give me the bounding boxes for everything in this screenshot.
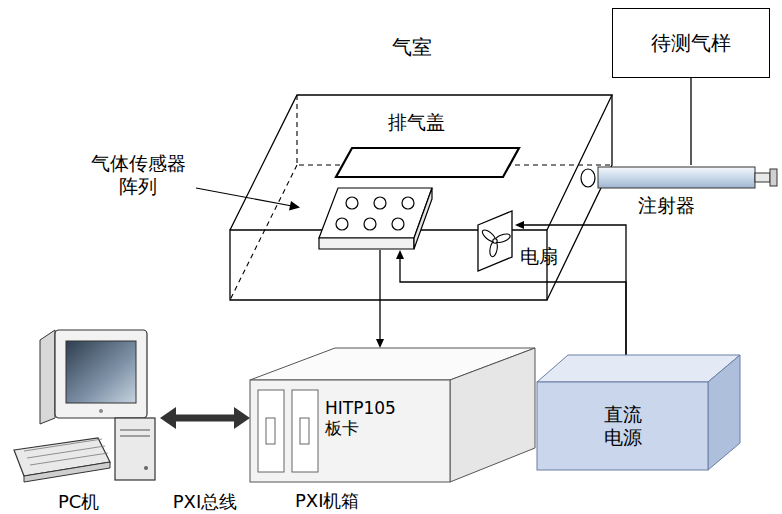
fan-outline (475, 210, 515, 272)
connector (396, 250, 626, 355)
gas-sample-box: 待测气样 (612, 8, 770, 78)
sensor-array-outline (318, 187, 433, 250)
box-label: 直流 电源 (603, 403, 643, 449)
part-label: PC机 (58, 491, 99, 513)
chamber-label: 气室 (392, 35, 432, 59)
part-label: 排气盖 (388, 111, 445, 134)
card-label: HITP105 板卡 (325, 398, 407, 439)
connector (515, 221, 626, 355)
fan: 电扇 (475, 210, 515, 272)
part-label: PXI机箱 (295, 490, 360, 512)
part-label: 电扇 (520, 245, 558, 268)
hitp105-card: HITP105 板卡 (292, 390, 442, 472)
box-label: 待测气样 (651, 31, 731, 55)
exhaust-cover-outline (335, 147, 520, 178)
part-label: 注射器 (638, 194, 695, 217)
leader-arrowhead (289, 201, 300, 211)
syringe: 注射器 (598, 165, 780, 191)
bus-label: PXI总线 (173, 491, 238, 513)
connector (376, 250, 384, 348)
exhaust-cover: 排气盖 (335, 147, 520, 178)
pxi-chassis: PXI机箱HITP105 板卡 (250, 348, 535, 482)
leader-line (196, 188, 292, 206)
dc-power-supply: 直流 电源 (537, 355, 740, 470)
pc-computer-outline (8, 325, 158, 490)
syringe-outline (598, 165, 780, 191)
sensor-array: 气体传感器 阵列 (318, 187, 433, 250)
gas-chamber: 气室排气盖气体传感器 阵列电扇 (230, 95, 612, 300)
connector (160, 407, 250, 429)
connector (691, 78, 692, 165)
callout-label: 气体传感器 阵列 (88, 152, 188, 198)
pc-computer: PC机 (8, 325, 158, 490)
